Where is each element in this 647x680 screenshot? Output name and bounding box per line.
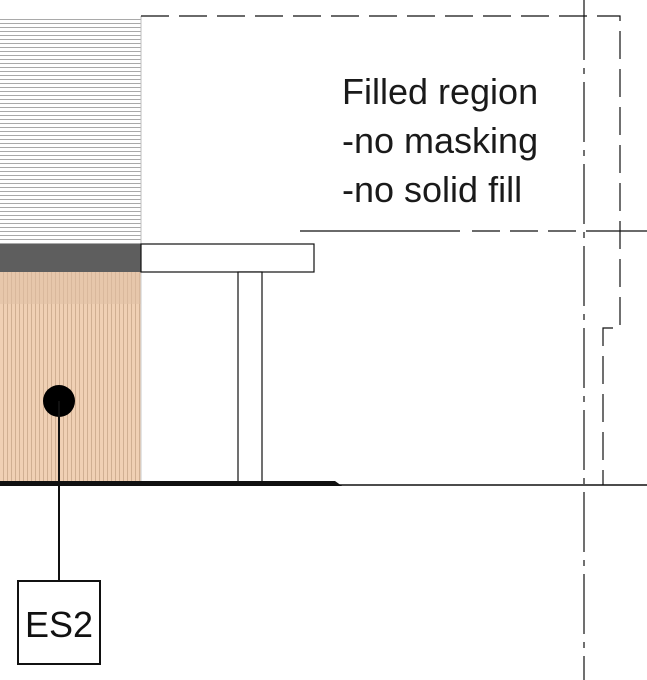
filled-region-boundary	[141, 15, 621, 485]
dark-fascia-band	[0, 244, 141, 272]
canopy-beam	[140, 243, 315, 273]
annotation-line-3: -no solid fill	[342, 169, 522, 210]
wood-cladding-region	[0, 272, 141, 484]
tag-box	[17, 580, 101, 665]
material-tag[interactable]: ES2	[17, 385, 101, 665]
siding-hatch-region	[0, 16, 141, 244]
wood-top-band	[0, 272, 141, 304]
annotation-line-1: Filled region	[342, 71, 538, 112]
annotation-line-2: -no masking	[342, 120, 538, 161]
tag-label: ES2	[25, 604, 93, 645]
filled-region-annotation: Filled region -no masking -no solid fill	[342, 71, 538, 210]
canopy-post	[237, 271, 263, 485]
